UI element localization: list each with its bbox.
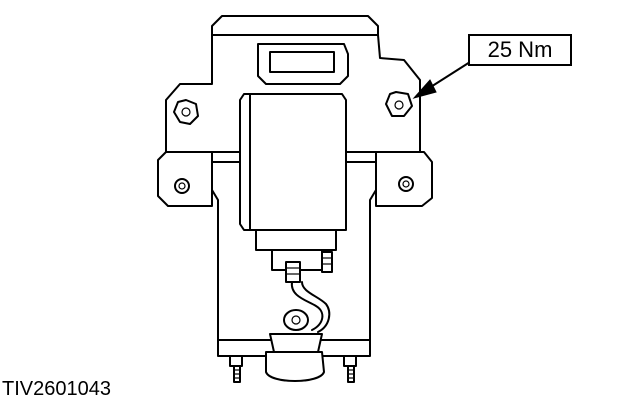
hex-bolt-icon <box>385 91 413 117</box>
mounting-hole-right <box>398 176 414 192</box>
bottom-cap <box>265 351 325 382</box>
stud-right <box>343 355 357 383</box>
figure-id-label: TIV2601043 <box>2 378 111 400</box>
battery-cable <box>269 281 331 353</box>
torque-callout-label: 25 Nm <box>468 34 572 66</box>
top-slot <box>257 43 349 85</box>
mounting-hole-left <box>174 178 190 194</box>
stud-left <box>229 355 243 383</box>
solenoid-body <box>239 93 347 271</box>
hex-bolt-icon <box>173 99 199 125</box>
callout-arrow-icon <box>412 61 471 99</box>
